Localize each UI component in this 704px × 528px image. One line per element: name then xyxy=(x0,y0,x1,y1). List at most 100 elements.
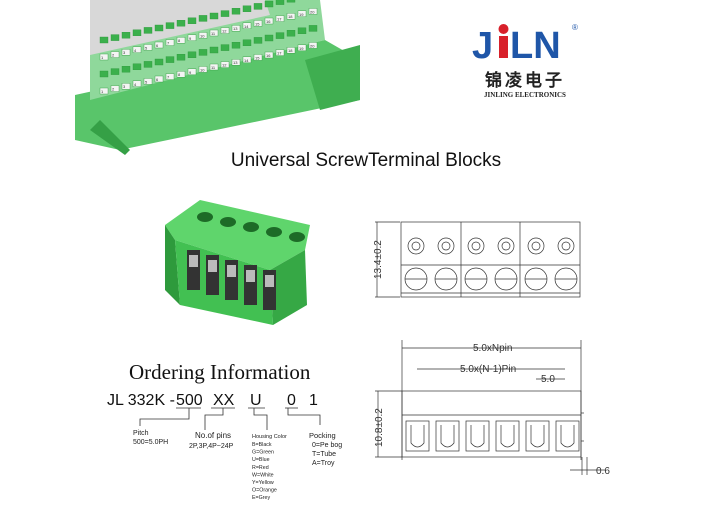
terminal-number: 18 xyxy=(288,14,293,19)
terminal-number: 2 xyxy=(112,53,115,58)
terminal-screw xyxy=(209,63,219,71)
terminal-screw xyxy=(286,30,296,37)
clamp-shape xyxy=(470,425,485,448)
wire-entry-hole xyxy=(243,222,259,232)
terminal-screw xyxy=(198,66,208,73)
terminal-screw xyxy=(176,37,186,44)
svg-text:13.4±0.2: 13.4±0.2 xyxy=(373,240,384,279)
screw-head xyxy=(208,260,217,272)
svg-text:0.6: 0.6 xyxy=(596,466,610,477)
terminal-number: 12 xyxy=(222,29,227,34)
terminal-number: 7 xyxy=(167,41,170,46)
terminal-screw xyxy=(198,32,208,39)
svg-text:5.0x(N-1)Pin: 5.0x(N-1)Pin xyxy=(460,364,516,375)
terminal-screw xyxy=(253,3,263,10)
terminal-number: 13 xyxy=(233,60,238,65)
terminal-number: 5 xyxy=(145,79,148,84)
terminal-screw xyxy=(253,54,263,61)
terminal-screw xyxy=(99,36,109,44)
slot-outline xyxy=(555,420,580,452)
terminal-number: 8 xyxy=(178,38,181,43)
ordering-heading: Ordering Information xyxy=(129,360,311,384)
terminal-screw xyxy=(253,20,263,27)
terminal-screw xyxy=(308,25,318,32)
terminal-screw xyxy=(198,15,208,22)
terminal-screw xyxy=(220,61,230,68)
terminal-number: 5 xyxy=(145,45,148,50)
terminal-screw xyxy=(132,63,142,70)
terminal-screw xyxy=(297,27,307,34)
terminal-screw xyxy=(231,7,241,15)
svg-text:JL 332K -: JL 332K - xyxy=(107,392,175,409)
terminal-screw xyxy=(99,87,109,95)
terminal-screw xyxy=(187,17,197,24)
hole-inner xyxy=(531,241,541,251)
terminal-screw xyxy=(275,32,285,39)
terminal-number: 14 xyxy=(244,24,249,29)
terminal-screw xyxy=(143,44,153,51)
svg-text:500=5.0PH: 500=5.0PH xyxy=(133,439,168,446)
terminal-screw xyxy=(209,12,219,20)
terminal-screw xyxy=(220,44,230,51)
terminal-number: 19 xyxy=(299,12,304,17)
hole-outer xyxy=(497,237,515,255)
terminal-screw xyxy=(99,70,109,78)
terminal-screw xyxy=(187,51,197,58)
color-option: E=Grey xyxy=(252,495,270,500)
terminal-number: 12 xyxy=(222,63,227,68)
hole-outer xyxy=(437,237,455,255)
color-option: Y=Yellow xyxy=(252,480,274,486)
terminal-screw xyxy=(143,78,153,85)
svg-text:Pitch: Pitch xyxy=(133,430,149,437)
terminal-screw xyxy=(165,56,175,63)
terminal-number: 16 xyxy=(266,19,271,24)
wire-entry-hole xyxy=(289,232,305,242)
terminal-number: 17 xyxy=(277,51,282,56)
terminal-screw xyxy=(253,37,263,44)
svg-text:10.8±0.2: 10.8±0.2 xyxy=(374,408,385,447)
terminal-number: 19 xyxy=(299,46,304,51)
terminal-screw xyxy=(242,56,252,63)
wire-entry-hole xyxy=(220,217,236,227)
screw-head xyxy=(189,255,198,267)
terminal-number: 6 xyxy=(156,77,159,82)
hole-outer xyxy=(527,237,545,255)
terminal-screw xyxy=(121,49,131,56)
terminal-number: 4 xyxy=(134,82,137,87)
terminal-screw xyxy=(99,53,109,61)
color-option: U=Blue xyxy=(252,457,270,463)
terminal-screw xyxy=(275,49,285,56)
color-option: G=Green xyxy=(252,450,274,456)
terminal-number: 4 xyxy=(134,48,137,53)
terminal-screw xyxy=(187,34,197,41)
color-option: B=Black xyxy=(252,442,272,448)
screw-head xyxy=(227,265,236,277)
slot-outline xyxy=(435,420,460,452)
hole-inner xyxy=(441,241,451,251)
brand-logo: J LN ® 锦凌电子 JINLING ELECTRONICS xyxy=(470,18,580,99)
color-option: W=White xyxy=(252,472,274,478)
terminal-number: 13 xyxy=(233,26,238,31)
terminal-screw xyxy=(220,10,230,17)
slot-outline xyxy=(495,420,520,452)
svg-text:T=Tube: T=Tube xyxy=(312,451,336,458)
slot-outline xyxy=(405,420,430,452)
terminal-screw xyxy=(264,17,274,25)
terminal-number: 10 xyxy=(200,67,205,72)
terminal-number: 20 xyxy=(310,9,315,14)
terminal-number: 9 xyxy=(189,70,192,75)
terminal-number: 10 xyxy=(200,33,205,38)
svg-text:XX: XX xyxy=(213,392,235,409)
terminal-screw xyxy=(110,51,120,58)
terminal-screw xyxy=(165,39,175,46)
terminal-number: 14 xyxy=(244,58,249,63)
svg-text:No.of pins: No.of pins xyxy=(195,431,231,440)
terminal-screw xyxy=(286,47,296,54)
terminal-number: 9 xyxy=(189,36,192,41)
slot-outline xyxy=(465,420,490,452)
terminal-screw xyxy=(308,42,318,49)
terminal-screw xyxy=(165,73,175,80)
terminal-screw xyxy=(176,54,186,61)
terminal-number: 1 xyxy=(101,55,104,60)
